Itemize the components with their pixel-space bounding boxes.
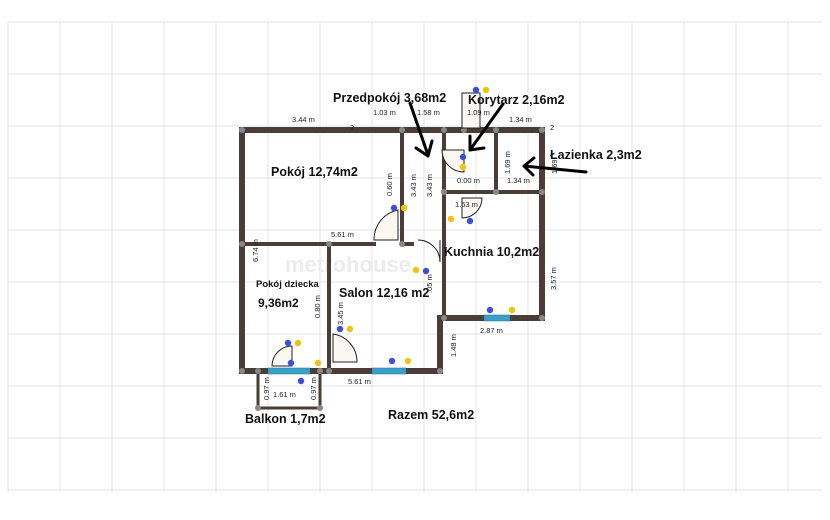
dim-1-34-top: 1.34 m xyxy=(509,115,532,124)
dim-0-97-b: 0.97 m xyxy=(309,377,318,400)
dim-1-48: 1.48 m xyxy=(449,334,458,357)
doors xyxy=(271,92,483,367)
tick-2-b: 2 xyxy=(550,123,554,132)
windows xyxy=(267,314,511,375)
tick-2-a: 2 xyxy=(350,123,354,132)
label-pokoj-dziecka: Pokój dziecka xyxy=(256,279,320,290)
dim-1-69-b: 1.69 xyxy=(550,159,559,174)
dim-1-69: 1.69 m xyxy=(503,151,512,174)
dim-3-43-b: 3.43 m xyxy=(425,174,434,197)
dim-0-00: 0.00 m xyxy=(457,176,480,185)
background-grid xyxy=(7,21,822,492)
label-pokoj: Pokój 12,74m2 xyxy=(271,165,358,179)
watermark: metrohouse xyxy=(285,252,411,277)
dim-6-74: 6.74 m xyxy=(251,239,260,262)
dim-1-09: 1.09 m xyxy=(467,108,490,117)
dim-3-45: 3.45 m xyxy=(336,302,345,325)
label-kuchnia: Kuchnia 10,2m2 xyxy=(444,245,539,259)
dim-1-53: 1.53 m xyxy=(455,200,478,209)
dim-1-34-lazienka: 1.34 m xyxy=(507,176,530,185)
dim-1-61: 1.61 m xyxy=(273,390,296,399)
dim-1-58: 1.58 m xyxy=(417,108,440,117)
dim-3-57: 3.57 m xyxy=(549,267,558,290)
label-lazienka: Łazienka 2,3m2 xyxy=(550,148,642,162)
dim-5-61-bottom: 5.61 m xyxy=(348,377,371,386)
dim-0-80: 0.80 m xyxy=(313,295,322,318)
dim-05: .05 m xyxy=(425,274,434,293)
dim-1-03: 1.03 m xyxy=(373,108,396,117)
dim-0-97-a: 0.97 m xyxy=(262,377,271,400)
dim-3-44: 3.44 m xyxy=(292,115,315,124)
label-balkon: Balkon 1,7m2 xyxy=(245,412,326,426)
label-przedpokoj: Przedpokój 3,68m2 xyxy=(333,91,446,105)
outlets xyxy=(284,86,516,385)
label-razem: Razem 52,6m2 xyxy=(388,408,474,422)
label-salon: Salon 12,16 m2 xyxy=(339,286,429,300)
label-pokoj-dziecka-area: 9,36m2 xyxy=(258,296,299,310)
dim-3-43-a: 3.43 m xyxy=(409,174,418,197)
label-korytarz: Korytarz 2,16m2 xyxy=(468,93,565,107)
dim-2-87: 2.87 m xyxy=(480,326,503,335)
dim-0-60: 0.60 m xyxy=(385,173,394,196)
arrows xyxy=(408,101,588,177)
dim-5-61-mid: 5.61 m xyxy=(331,230,354,239)
